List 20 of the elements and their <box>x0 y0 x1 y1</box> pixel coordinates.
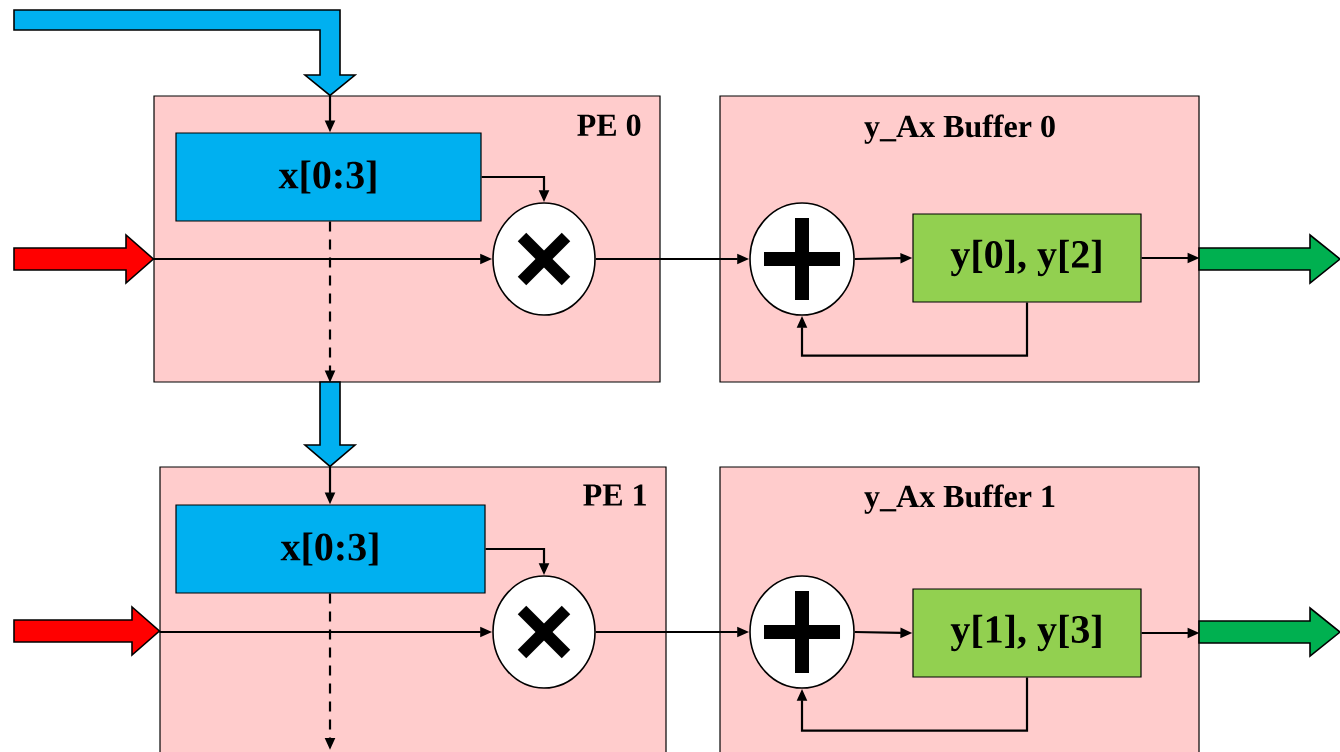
box-title: PE 0 <box>577 114 641 136</box>
block-arrow <box>302 381 358 468</box>
multiplier-circle <box>492 575 596 689</box>
multiplier-circle <box>492 202 596 316</box>
block-arrow <box>1198 606 1340 658</box>
block-arrow <box>13 605 161 657</box>
adder-circle <box>749 202 855 316</box>
arrow <box>796 302 1029 357</box>
box-title: y_Ax Buffer 0 <box>864 114 1055 144</box>
arrow <box>796 677 1029 732</box>
register-box: x[0:3] <box>175 504 486 594</box>
box-title: y_Ax Buffer 1 <box>864 484 1055 514</box>
block-arrow <box>1198 233 1340 285</box>
block-arrow <box>13 9 358 97</box>
box-title: PE 1 <box>583 484 646 506</box>
register-box: x[0:3] <box>175 132 482 222</box>
accumulator-box: y[0], y[2] <box>912 213 1142 303</box>
adder-circle <box>749 575 855 689</box>
accumulator-box: y[1], y[3] <box>912 588 1142 678</box>
block-arrow <box>13 233 155 285</box>
